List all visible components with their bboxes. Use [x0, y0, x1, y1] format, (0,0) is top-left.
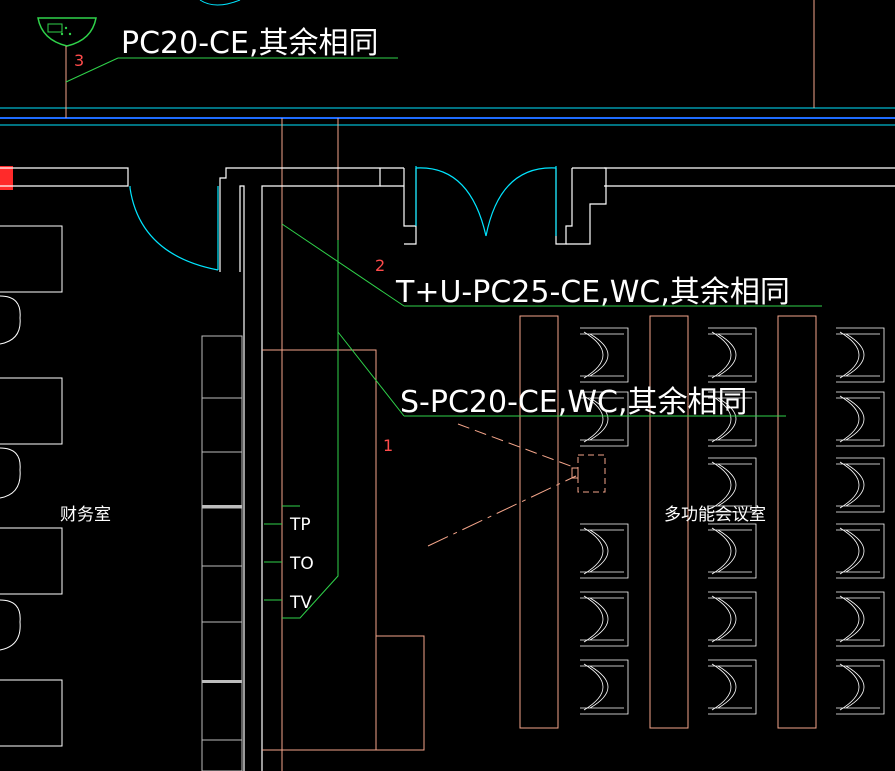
chair-grid — [580, 327, 885, 715]
door-arc-top — [199, 0, 241, 6]
chair — [708, 591, 757, 647]
marker-1: 1 — [383, 436, 393, 455]
sensor-icon — [37, 17, 97, 47]
marker-2: 2 — [375, 256, 385, 275]
outlet-tv: TV — [289, 593, 312, 613]
marker-3: 3 — [74, 51, 84, 70]
finance-desks — [0, 225, 63, 747]
leader-3 — [65, 57, 119, 83]
projector-icon — [427, 423, 606, 547]
chair — [708, 523, 757, 579]
chair — [836, 391, 885, 447]
chair — [836, 591, 885, 647]
cabinet-divider-1 — [202, 505, 242, 508]
chair — [580, 659, 629, 715]
annotation-label-3: PC20-CE,其余相同 — [121, 26, 378, 61]
chair — [836, 523, 885, 579]
room-label-multipurpose: 多功能会议室 — [664, 505, 766, 525]
chair — [836, 659, 885, 715]
chair — [708, 391, 757, 447]
chair — [580, 523, 629, 579]
chair — [708, 457, 757, 513]
leader-2 — [281, 223, 405, 307]
chair — [580, 327, 629, 383]
red-marker-block — [0, 166, 13, 190]
chair — [836, 327, 885, 383]
doors — [129, 166, 557, 271]
cabinet-divider-2 — [202, 680, 242, 683]
room-label-finance: 财务室 — [60, 505, 111, 525]
chair — [836, 457, 885, 513]
chair — [708, 659, 757, 715]
annotation-label-1: S-PC20-CE,WC,其余相同 — [400, 385, 748, 420]
outlet-to: TO — [289, 554, 314, 574]
equipment-outline — [262, 349, 425, 751]
chair — [708, 327, 757, 383]
annotation-label-2: T+U-PC25-CE,WC,其余相同 — [395, 275, 790, 310]
room-benches — [519, 315, 817, 729]
walls — [0, 167, 895, 771]
chair — [580, 591, 629, 647]
outlet-tp: TP — [289, 515, 311, 535]
chair — [580, 391, 629, 447]
outlet-bracket — [264, 240, 339, 619]
cabinet-column — [201, 335, 243, 771]
leader-1 — [337, 331, 405, 417]
